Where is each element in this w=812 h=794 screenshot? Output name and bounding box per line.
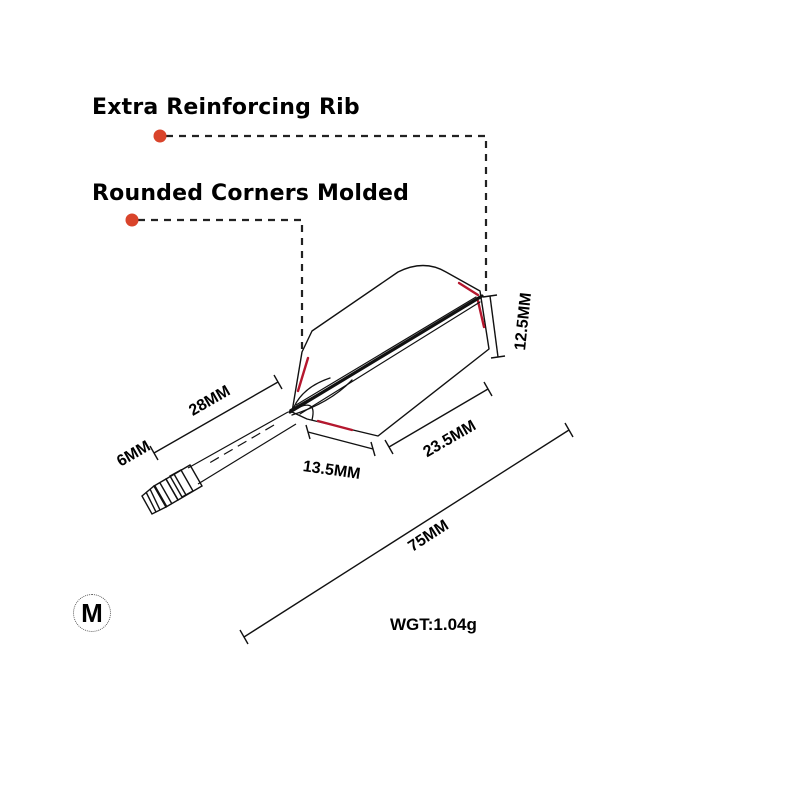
dim-label-12-5mm: 12.5MM bbox=[512, 292, 535, 351]
marker-dot-corners bbox=[125, 213, 139, 227]
dim-line-75mm bbox=[239, 422, 574, 645]
rib-highlights bbox=[296, 281, 486, 432]
dim-label-28mm: 28MM bbox=[186, 383, 233, 420]
shaft-thread bbox=[141, 464, 203, 515]
dim-label-75mm: 75MM bbox=[405, 517, 452, 555]
flight-stems bbox=[288, 294, 484, 421]
dim-line-23-5mm bbox=[384, 381, 493, 455]
dim-line-28mm bbox=[149, 374, 283, 461]
dim-label-6mm: 6MM bbox=[114, 438, 153, 471]
flight-outline bbox=[291, 264, 490, 437]
callout-rounded-corners-molded: Rounded Corners Molded bbox=[92, 181, 410, 206]
dim-label-13-5mm: 13.5MM bbox=[302, 458, 362, 483]
marker-dot-rib bbox=[153, 129, 167, 143]
callout-extra-reinforcing-rib: Extra Reinforcing Rib bbox=[92, 95, 360, 120]
dim-line-12-5mm bbox=[482, 294, 506, 359]
size-badge-m: M bbox=[73, 594, 111, 632]
leader-corners bbox=[138, 218, 304, 352]
dim-line-13-5mm bbox=[305, 424, 376, 457]
weight-label: WGT:1.04g bbox=[390, 615, 477, 634]
leader-rib bbox=[166, 134, 488, 292]
dart-shaft bbox=[187, 411, 297, 485]
